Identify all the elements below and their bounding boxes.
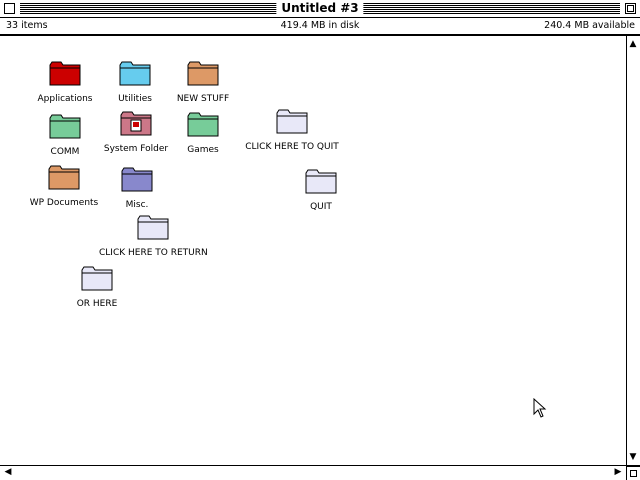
folder-games[interactable]: Games [148,111,258,156]
folder-icon [81,266,113,291]
icon-label: Games [186,145,220,156]
folder-comm[interactable]: COMM [10,113,120,158]
close-box[interactable] [4,3,15,14]
folder-icon [49,61,81,86]
folder-icon [49,114,81,139]
disk-used: 419.4 MB in disk [280,20,360,31]
icon-label: OR HERE [75,299,119,310]
icon-label: System Folder [102,144,170,155]
folder-utilities[interactable]: Utilities [80,60,190,105]
window-title: Untitled #3 [276,1,364,16]
folder-misc[interactable]: Misc. [82,166,192,211]
folder-quit[interactable]: QUIT [266,168,376,213]
icon-label: COMM [49,147,81,158]
vertical-scrollbar[interactable]: ▲ ▼ [626,36,640,465]
scroll-down-arrow-icon[interactable]: ▼ [629,452,637,462]
folder-icon [137,215,169,240]
folder-wp-documents[interactable]: WP Documents [9,164,119,209]
icon-label: Misc. [124,200,150,211]
window-content: Applications Utilities NEW STUFF COMM Sy… [0,36,626,465]
title-bar[interactable]: Untitled #3 [0,0,640,18]
folder-icon [305,169,337,194]
folder-icon [187,112,219,137]
zoom-box[interactable] [625,3,636,14]
info-bar: 33 items 419.4 MB in disk 240.4 MB avail… [0,18,640,36]
folder-icon [119,61,151,86]
folder-or-here[interactable]: OR HERE [42,265,152,310]
disk-available: 240.4 MB available [544,20,635,31]
folder-applications[interactable]: Applications [10,60,120,105]
scroll-right-arrow-icon[interactable]: ▶ [614,467,622,477]
folder-icon [48,165,80,190]
icon-label: WP Documents [28,198,100,209]
system-folder-icon [120,111,152,136]
folder-click-here-to-return[interactable]: CLICK HERE TO RETURN [98,214,209,259]
items-count: 33 items [6,20,48,31]
icon-label: CLICK HERE TO QUIT [244,142,340,153]
horizontal-scrollbar[interactable]: ◀ ▶ [0,465,640,480]
icon-label: NEW STUFF [175,94,231,105]
icon-label: Utilities [117,94,153,105]
scroll-up-arrow-icon[interactable]: ▲ [629,39,637,49]
arrow-cursor-icon [533,398,547,418]
folder-icon [276,109,308,134]
size-box[interactable] [626,466,640,480]
icon-label: QUIT [309,202,333,213]
folder-new-stuff[interactable]: NEW STUFF [148,60,258,105]
folder-system-folder[interactable]: System Folder [81,110,191,155]
folder-icon [121,167,153,192]
folder-click-here-to-quit[interactable]: CLICK HERE TO QUIT [237,108,347,153]
icon-label: Applications [36,94,94,105]
scroll-left-arrow-icon[interactable]: ◀ [4,467,12,477]
folder-icon [187,61,219,86]
icon-label: CLICK HERE TO RETURN [98,248,209,259]
